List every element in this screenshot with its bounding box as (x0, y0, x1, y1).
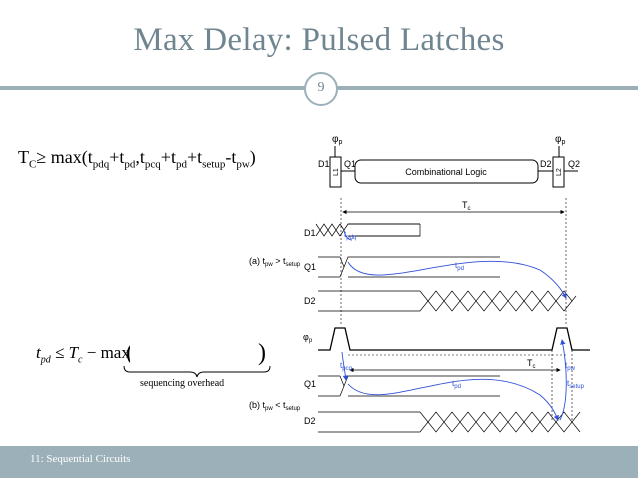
sequencing-overhead-label: sequencing overhead (140, 378, 225, 389)
case-a-label: (a) tpw > tsetup (249, 256, 301, 268)
tpd-label-b: tpd (452, 379, 461, 390)
eq-sub: c (78, 354, 83, 366)
formula-sub: setup (202, 158, 226, 171)
tpd-label-a: tpd (455, 261, 464, 272)
close-paren: ) (258, 340, 266, 366)
l2-label: L2 (556, 168, 563, 176)
q1-label: Q1 (344, 159, 356, 169)
tsetup-label: tsetup (567, 379, 585, 390)
d1-label: D1 (318, 159, 330, 169)
latch-l1 (329, 156, 342, 188)
d2-label: D2 (540, 159, 552, 169)
title-band: Max Delay: Pulsed Latches (0, 0, 638, 83)
formula-part: +t (160, 147, 176, 167)
slide-title: Max Delay: Pulsed Latches (133, 22, 505, 58)
eq-part: − max (82, 343, 130, 362)
tpd-inequality: tpd ≤ Tc − max (36, 343, 130, 365)
waveforms-case-a: D1 tpdq (a) tpw > tsetup Q1 tpd D2 (249, 223, 577, 312)
tc-label-top: Tc (462, 200, 471, 212)
slide-number: 9 (317, 80, 325, 95)
overhead-blank-box (130, 343, 256, 367)
formula-sub: C (29, 158, 37, 171)
formula-part: +t (186, 147, 203, 167)
wave-d1-label: D1 (304, 228, 316, 238)
formula-sub: pw (236, 158, 250, 171)
formula-part: ≥ (36, 147, 47, 167)
wave-d2-b-label: D2 (304, 416, 316, 426)
latch-l2 (552, 156, 565, 188)
max-delay-formula: TC≥ max(tpdq+tpd,tpcq+tpd+tsetup-tpw) (18, 147, 256, 171)
slide-number-badge: 9 (304, 72, 338, 106)
formula-sub: pcq (144, 158, 161, 171)
formula-sub: pd (124, 158, 136, 171)
wave-q1-label: Q1 (304, 262, 316, 272)
footer-bar: 11: Sequential Circuits (0, 446, 638, 478)
schematic: φp φp D1 L1 Q1 Combinational Logic D2 L2… (318, 134, 580, 188)
phi-waveform: φp (303, 327, 590, 351)
tpcq-label: tpcq (340, 361, 352, 372)
tc-label-bottom: Tc (527, 358, 536, 370)
slide-content (0, 90, 638, 446)
eq-sub: pd (40, 354, 51, 366)
formula-part: ,t (135, 147, 145, 167)
tpw-label: tpw (565, 361, 576, 372)
l1-label: L1 (333, 168, 340, 176)
formula-part: ) (249, 147, 256, 167)
phi-wave-label: φp (303, 332, 313, 344)
case-b-label: (b) tpw < tsetup (249, 400, 301, 412)
waveforms-case-b: Tc tpcq tpw Q1 tpd tsetup (b) tpw < tset… (249, 339, 585, 433)
eq-part: t (36, 343, 41, 362)
phi-label-l2: φp (555, 134, 565, 146)
wave-q1-b-label: Q1 (304, 379, 316, 389)
combinational-logic-label: Combinational Logic (405, 167, 487, 177)
formula-sub: pdq (92, 158, 110, 171)
formula-part: +t (109, 147, 125, 167)
eq-part: ≤ T (50, 343, 79, 362)
formula-part: -t (225, 147, 237, 167)
formula-part: T (18, 147, 29, 167)
q2-label: Q2 (568, 159, 580, 169)
formula-part: max(t (46, 147, 93, 167)
phi-label-l1: φp (332, 134, 342, 146)
wave-d2-label: D2 (304, 296, 316, 306)
footer-text: 11: Sequential Circuits (30, 453, 131, 465)
formula-sub: pd (175, 158, 187, 171)
